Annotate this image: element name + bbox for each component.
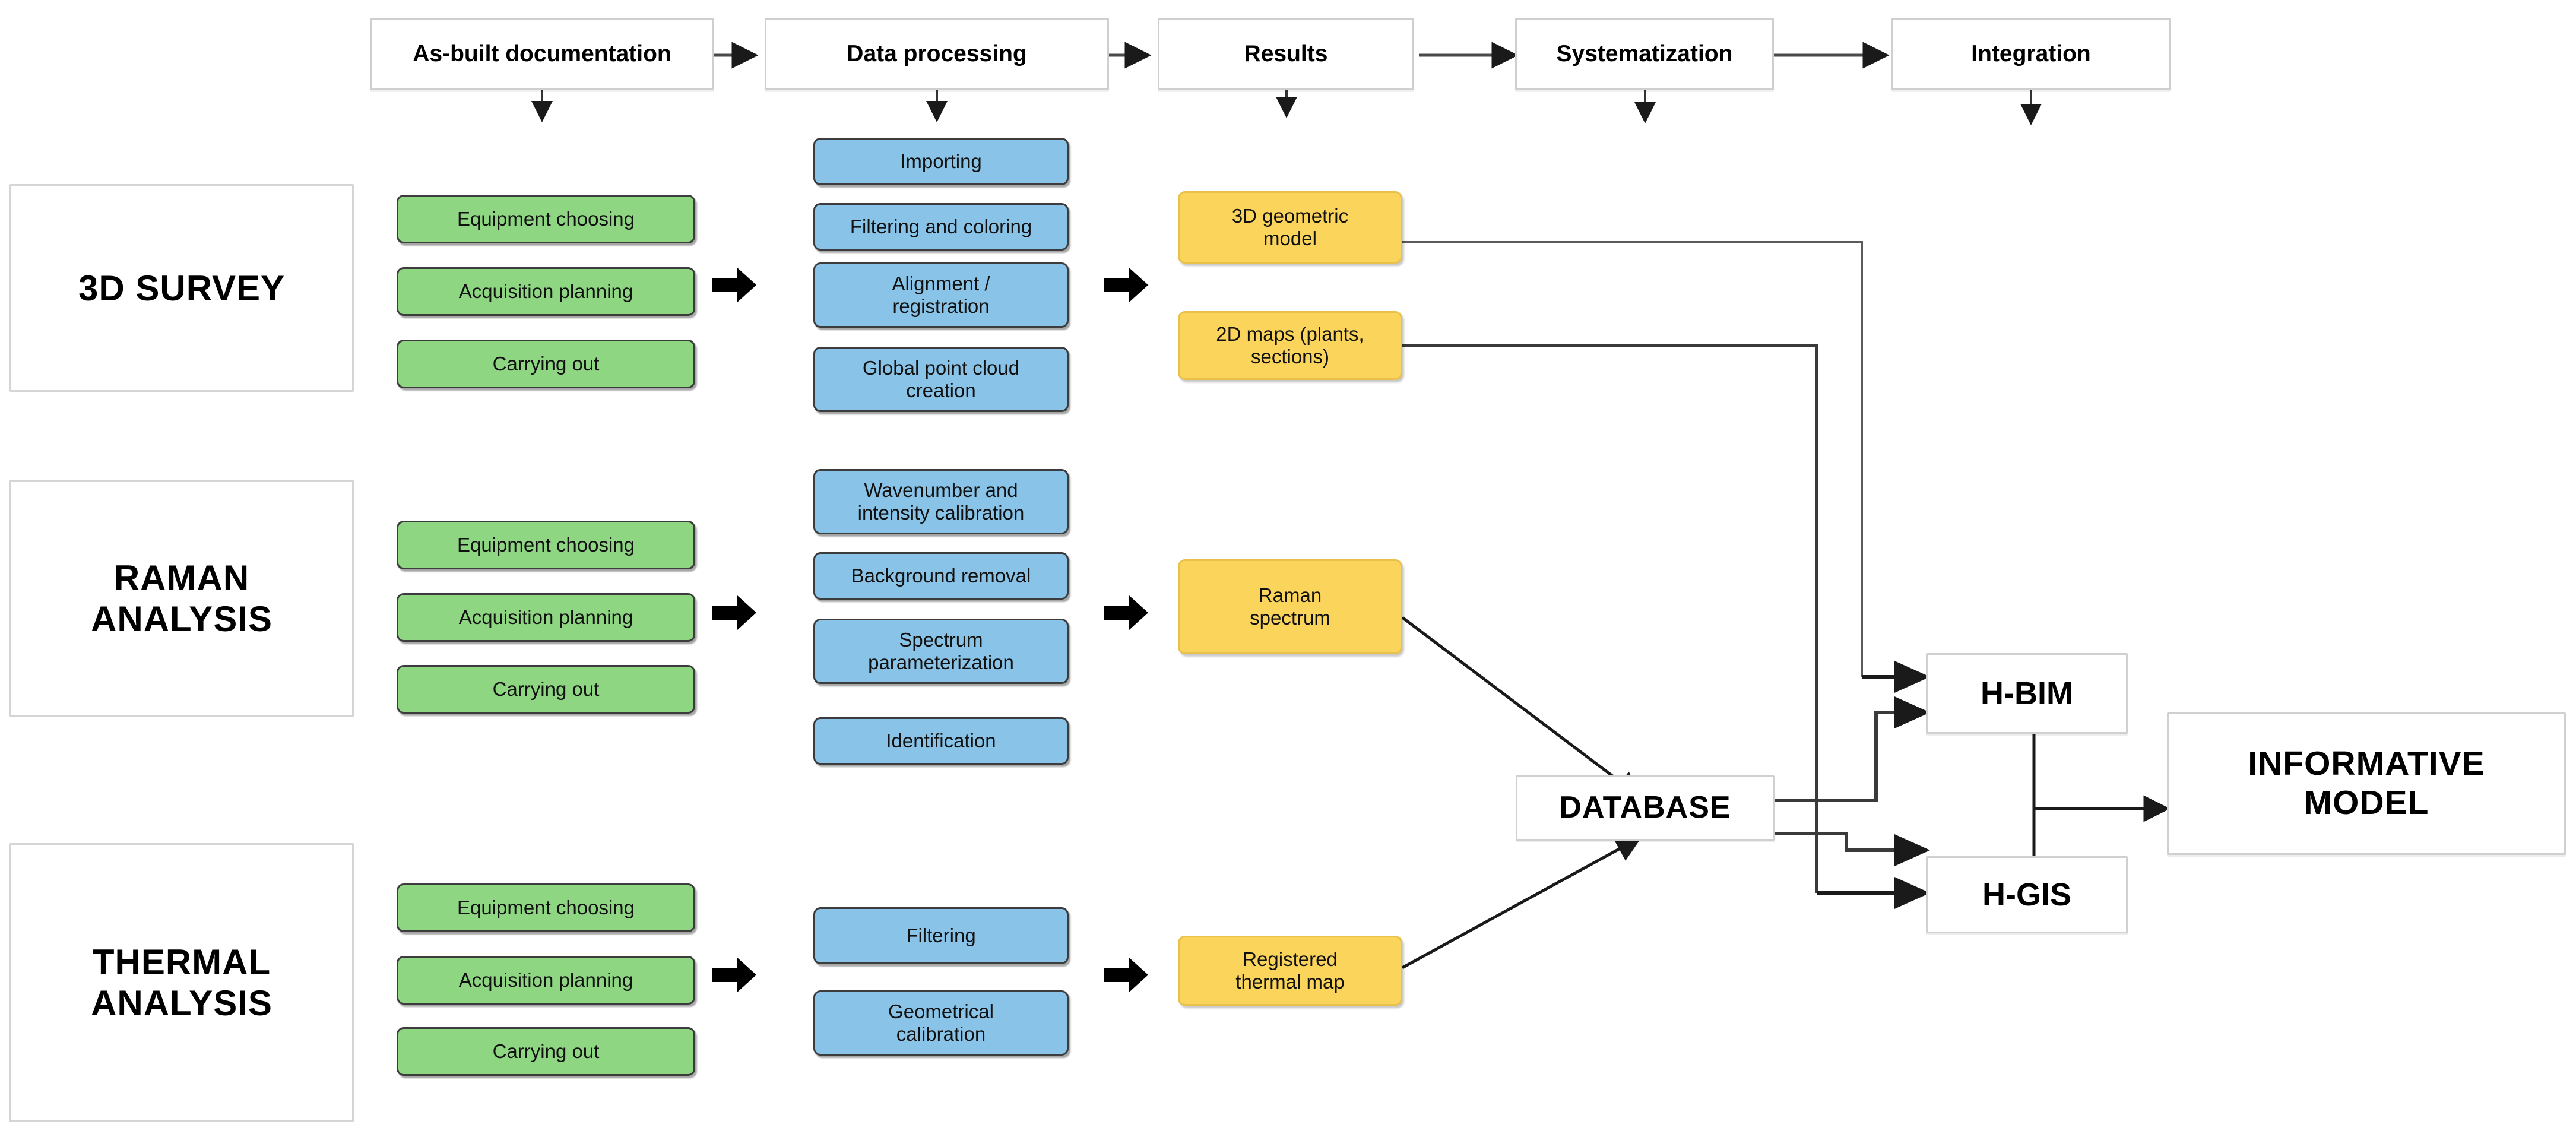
fat-arrow-doc-to-processing-thermal (712, 958, 756, 992)
proc-step-background-removal[interactable]: Background removal (813, 552, 1069, 600)
phase-label: Data processing (847, 40, 1027, 66)
proc-step-filtering-and-coloring[interactable]: Filtering and coloring (813, 203, 1069, 251)
proc-step-wavenumber-intensity-calibration[interactable]: Wavenumber and intensity calibration (813, 469, 1069, 534)
proc-step-alignment-registration[interactable]: Alignment / registration (813, 262, 1069, 328)
fat-arrow-processing-to-results-3d (1104, 268, 1148, 302)
doc-step-acquisition-planning-3d[interactable]: Acquisition planning (397, 267, 695, 316)
phase-box-systematization[interactable]: Systematization (1515, 18, 1774, 90)
fat-arrow-processing-to-results-raman (1104, 595, 1148, 630)
outcome-box-h-bim[interactable]: H-BIM (1926, 653, 2128, 734)
step-label: Carrying out (492, 678, 600, 701)
phase-label: Systematization (1556, 40, 1733, 66)
step-label: Acquisition planning (458, 969, 633, 992)
result-2d-maps[interactable]: 2D maps (plants, sections) (1178, 311, 1402, 380)
step-label: Wavenumber and intensity calibration (857, 479, 1025, 524)
hgis-label: H-GIS (1982, 876, 2071, 913)
outcome-box-h-gis[interactable]: H-GIS (1926, 856, 2128, 933)
proc-step-importing[interactable]: Importing (813, 138, 1069, 185)
step-label: Filtering and coloring (850, 216, 1032, 238)
step-label: Global point cloud creation (862, 357, 1020, 401)
category-label: 3D SURVEY (78, 268, 286, 308)
phase-box-results[interactable]: Results (1158, 18, 1414, 90)
step-label: Carrying out (492, 1040, 600, 1063)
result-registered-thermal-map[interactable]: Registered thermal map (1178, 936, 1402, 1006)
result-label: Registered thermal map (1235, 948, 1345, 993)
step-label: Acquisition planning (458, 606, 633, 629)
doc-step-carrying-out-raman[interactable]: Carrying out (397, 665, 695, 714)
doc-step-equipment-choosing-raman[interactable]: Equipment choosing (397, 521, 695, 569)
step-label: Equipment choosing (457, 897, 635, 919)
category-label: RAMAN ANALYSIS (91, 558, 273, 639)
category-label: THERMAL ANALYSIS (91, 942, 273, 1023)
doc-step-acquisition-planning-thermal[interactable]: Acquisition planning (397, 956, 695, 1005)
doc-step-carrying-out-thermal[interactable]: Carrying out (397, 1027, 695, 1076)
outcome-box-database[interactable]: DATABASE (1516, 775, 1775, 841)
step-label: Filtering (906, 924, 976, 947)
proc-step-filtering[interactable]: Filtering (813, 907, 1069, 964)
step-label: Alignment / registration (892, 273, 990, 317)
step-label: Acquisition planning (458, 280, 633, 303)
category-box-raman-analysis[interactable]: RAMAN ANALYSIS (9, 480, 354, 717)
step-label: Importing (900, 150, 982, 173)
doc-step-equipment-choosing-3d[interactable]: Equipment choosing (397, 195, 695, 243)
result-label: Raman spectrum (1250, 584, 1330, 629)
proc-step-global-point-cloud-creation[interactable]: Global point cloud creation (813, 347, 1069, 412)
step-label: Geometrical calibration (888, 1000, 994, 1045)
step-label: Equipment choosing (457, 534, 635, 556)
result-raman-spectrum[interactable]: Raman spectrum (1178, 559, 1402, 654)
step-label: Identification (886, 730, 996, 752)
result-3d-geometric-model[interactable]: 3D geometric model (1178, 191, 1402, 264)
step-label: Background removal (851, 565, 1031, 587)
result-label: 3D geometric model (1231, 205, 1349, 249)
phase-box-data-processing[interactable]: Data processing (765, 18, 1109, 90)
result-label: 2D maps (plants, sections) (1216, 323, 1364, 368)
step-label: Equipment choosing (457, 208, 635, 230)
informative-model-label: INFORMATIVE MODEL (2248, 745, 2485, 822)
proc-step-identification[interactable]: Identification (813, 717, 1069, 765)
phase-label: As-built documentation (413, 40, 671, 66)
step-label: Spectrum parameterization (868, 629, 1014, 673)
proc-step-spectrum-parameterization[interactable]: Spectrum parameterization (813, 619, 1069, 684)
phase-label: Integration (1971, 40, 2091, 66)
proc-step-geometrical-calibration[interactable]: Geometrical calibration (813, 990, 1069, 1056)
phase-box-integration[interactable]: Integration (1891, 18, 2171, 90)
phase-box-as-built-documentation[interactable]: As-built documentation (370, 18, 714, 90)
doc-step-acquisition-planning-raman[interactable]: Acquisition planning (397, 593, 695, 642)
category-box-3d-survey[interactable]: 3D SURVEY (9, 184, 354, 392)
fat-arrow-processing-to-results-thermal (1104, 958, 1148, 992)
fat-arrow-doc-to-processing-3d (712, 268, 756, 302)
hbim-label: H-BIM (1981, 675, 2073, 711)
category-box-thermal-analysis[interactable]: THERMAL ANALYSIS (9, 843, 354, 1122)
doc-step-carrying-out-3d[interactable]: Carrying out (397, 340, 695, 388)
phase-label: Results (1244, 40, 1328, 66)
doc-step-equipment-choosing-thermal[interactable]: Equipment choosing (397, 883, 695, 932)
step-label: Carrying out (492, 353, 600, 375)
database-label: DATABASE (1559, 790, 1731, 825)
outcome-box-informative-model[interactable]: INFORMATIVE MODEL (2167, 712, 2566, 855)
fat-arrow-doc-to-processing-raman (712, 595, 756, 630)
